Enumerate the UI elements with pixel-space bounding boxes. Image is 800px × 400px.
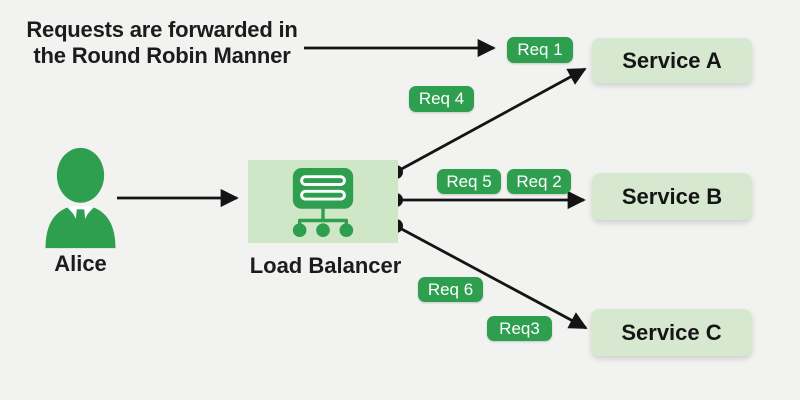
service-a-box: Service A xyxy=(592,38,752,83)
user-label: Alice xyxy=(54,251,107,276)
request-badge-req1: Req 1 xyxy=(507,37,573,63)
load-balancer-box xyxy=(248,160,398,243)
request-badge-req6: Req 6 xyxy=(418,277,483,302)
load-balancer-icon xyxy=(292,167,354,237)
user-icon xyxy=(45,147,116,249)
diagram-title-line1: Requests are forwarded in xyxy=(26,17,298,42)
load-balancer-label: Load Balancer xyxy=(249,253,402,278)
request-badge-req4: Req 4 xyxy=(409,86,474,112)
lb-to-service-c-arrow xyxy=(395,224,588,330)
service-b-box: Service B xyxy=(592,173,752,220)
diagram-title: Requests are forwarded in the Round Robi… xyxy=(14,17,310,69)
service-c-box: Service C xyxy=(591,309,752,356)
diagram-title-line2: the Round Robin Manner xyxy=(33,43,291,68)
lb-to-service-a-arrow xyxy=(395,67,587,174)
request-badge-req2: Req 2 xyxy=(507,169,571,194)
request-badge-req5: Req 5 xyxy=(437,169,501,194)
request-badge-req3: Req3 xyxy=(487,316,552,341)
